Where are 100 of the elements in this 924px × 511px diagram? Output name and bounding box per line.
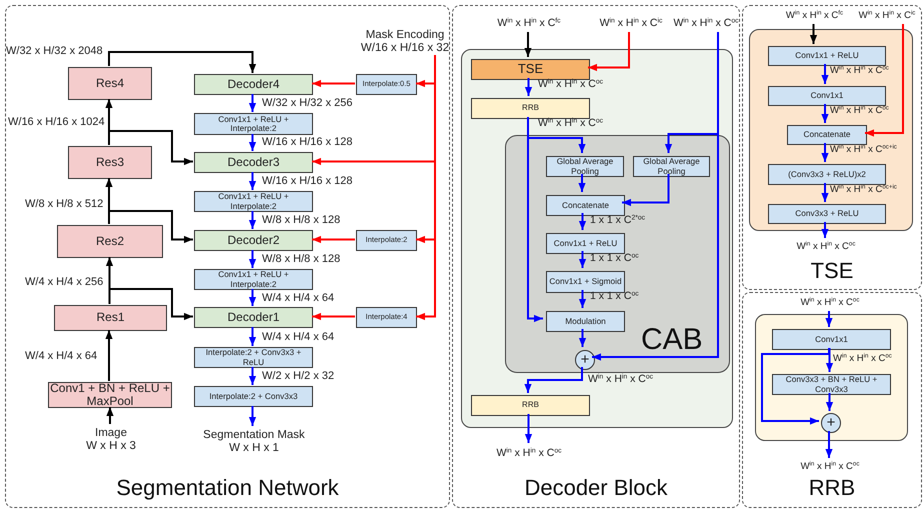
tse-block: TSE xyxy=(471,59,590,80)
arrow xyxy=(312,236,355,244)
decoder-block: Decoder1 xyxy=(194,307,313,328)
operation-block: Conv3x3 + ReLU xyxy=(768,204,886,224)
operation-block: Conv1x1 + ReLU + Interpolate:2 xyxy=(194,191,313,212)
arrow xyxy=(248,250,256,268)
edge-label: W/4 x H/4 x 64 xyxy=(25,350,98,362)
arrow xyxy=(108,288,193,320)
encoder-block: Res4 xyxy=(68,67,152,100)
tensor-label: Segmentation Mask xyxy=(203,428,305,442)
arrow xyxy=(312,312,355,320)
arrow xyxy=(248,211,256,229)
panel-title: Segmentation Network xyxy=(116,475,339,501)
encoder-block: Res1 xyxy=(54,305,167,331)
arrow xyxy=(416,55,436,320)
panel-title: TSE xyxy=(810,258,854,284)
arrow xyxy=(578,290,586,308)
arrow xyxy=(312,80,355,88)
panel-frame xyxy=(5,5,450,508)
edge-label: W$^{in}$ x H$^{in}$ x C$^{oc+ic}$ xyxy=(830,145,897,156)
arrow xyxy=(821,64,829,84)
module-title: CAB xyxy=(641,325,703,355)
arrow xyxy=(524,32,532,57)
panel-frame xyxy=(742,5,922,290)
operation-block: Conv1x1 xyxy=(772,329,891,350)
edge-label: W/2 x H/2 x 32 xyxy=(262,370,334,382)
operation-block: Conv1x1 + ReLU xyxy=(546,233,625,254)
edge-label: W/16 x H/16 x 1024 xyxy=(8,116,105,128)
edge-label: W$^{in}$ x H$^{in}$ x C$^{oc}$ xyxy=(588,374,654,386)
arrow xyxy=(578,251,586,268)
operation-block: (Conv3x3 + ReLU)x2 xyxy=(768,164,886,185)
arrow xyxy=(578,329,586,347)
panel-frame xyxy=(452,5,740,508)
decoder-block: Decoder4 xyxy=(194,74,313,95)
decoder-block: Decoder3 xyxy=(194,152,313,173)
arrow xyxy=(821,104,829,123)
tensor-label: Mask Encoding xyxy=(366,28,444,42)
arrow xyxy=(248,367,256,385)
encoder-block: Res2 xyxy=(57,225,163,258)
operation-block: Concatenate xyxy=(787,125,867,145)
arrow xyxy=(821,222,829,238)
arrow xyxy=(106,407,114,424)
edge-label: W/8 x H/8 x 128 xyxy=(262,253,340,266)
edge-label: 1 x 1 x C$^{2*oc}$ xyxy=(590,215,646,227)
tensor-label: W$^{in}$ x H$^{in}$ x C$^{oc}$ xyxy=(673,17,739,30)
arrow xyxy=(578,213,586,230)
sum-node: + xyxy=(821,413,841,433)
edge-label: W/16 x H/16 x 128 xyxy=(262,175,352,188)
arrow xyxy=(826,393,834,411)
attention-module xyxy=(505,135,730,373)
rrb-block: RRB xyxy=(471,395,590,416)
edge-label: W/4 x H/4 x 64 xyxy=(262,292,334,304)
operation-block: Conv1x1 xyxy=(768,86,886,106)
module-background xyxy=(755,314,908,441)
edge-label: W/32 x H/32 x 2048 xyxy=(6,45,103,58)
sum-node: + xyxy=(575,350,595,370)
encoder-block: Res3 xyxy=(68,146,152,179)
tensor-label: W$^{in}$ x H$^{in}$ x C$^{oc}$ xyxy=(496,447,562,460)
module-background xyxy=(461,49,733,428)
arrow xyxy=(248,289,256,306)
encoder-block: Conv1 + BN + ReLU + MaxPool xyxy=(48,382,172,408)
tensor-label: W x H x 1 xyxy=(229,442,279,456)
tensor-label: W$^{in}$ x H$^{in}$ x C$^{oc}$ xyxy=(800,298,860,309)
operation-block: Conv1x1 + ReLU + Interpolate:2 xyxy=(194,269,313,290)
operation-block: Conv1x1 + Sigmoid xyxy=(546,271,625,293)
operation-block: Conv1x1 + ReLU xyxy=(768,46,886,66)
arrow xyxy=(810,24,818,44)
tensor-label: W$^{in}$ x H$^{in}$ x C$^{fc}$ xyxy=(786,11,844,22)
arrow xyxy=(248,172,256,190)
operation-block: Interpolate:2 + Conv3x3 + ReLU xyxy=(194,347,313,368)
edge-label: W/32 x H/32 x 256 xyxy=(262,97,352,110)
arrow xyxy=(248,327,256,346)
edge-label: W/4 x H/4 x 256 xyxy=(25,276,104,288)
operation-block: Interpolate:2 + Conv3x3 xyxy=(194,386,313,407)
edge-label: W$^{in}$ x H$^{in}$ x C$^{oc+ic}$ xyxy=(830,185,897,196)
arrow xyxy=(524,78,532,96)
tensor-label: Image xyxy=(95,426,127,440)
tensor-label: W$^{in}$ x H$^{in}$ x C$^{ic}$ xyxy=(858,11,916,22)
tensor-label: W$^{in}$ x H$^{in}$ x C$^{oc}$ xyxy=(800,462,860,473)
operation-block: Concatenate xyxy=(546,195,625,216)
arrow xyxy=(105,330,113,381)
edge-label: W$^{in}$ x H$^{in}$ x C$^{oc}$ xyxy=(830,106,889,116)
edge-label: W$^{in}$ x H$^{in}$ x C$^{oc}$ xyxy=(830,66,889,76)
edge-label: W$^{in}$ x H$^{in}$ x C$^{oc}$ xyxy=(538,79,604,91)
arrow xyxy=(248,94,256,112)
operation-block: Global Average Pooling xyxy=(546,156,624,177)
arrow xyxy=(108,130,193,166)
tensor-label: W$^{in}$ x H$^{in}$ x C$^{fc}$ xyxy=(497,17,561,30)
operation-block: Modulation xyxy=(546,311,625,332)
edge-label: W/8 x H/8 x 512 xyxy=(25,198,104,210)
arrow xyxy=(578,174,586,192)
arrow xyxy=(821,183,829,202)
edge-label: W$^{in}$ x H$^{in}$ x C$^{oc}$ xyxy=(833,354,892,364)
edge-label: W$^{in}$ x H$^{in}$ x C$^{oc}$ xyxy=(538,118,604,130)
module-background xyxy=(749,29,913,231)
tensor-label: W x H x 3 xyxy=(86,440,136,454)
edge-label: 1 x 1 x C$^{oc}$ xyxy=(590,291,639,303)
edge-label: W/4 x H/4 x 64 xyxy=(262,331,334,344)
operation-block: Global Average Pooling xyxy=(633,156,710,177)
edge-label: 1 x 1 x C$^{oc}$ xyxy=(590,253,639,265)
